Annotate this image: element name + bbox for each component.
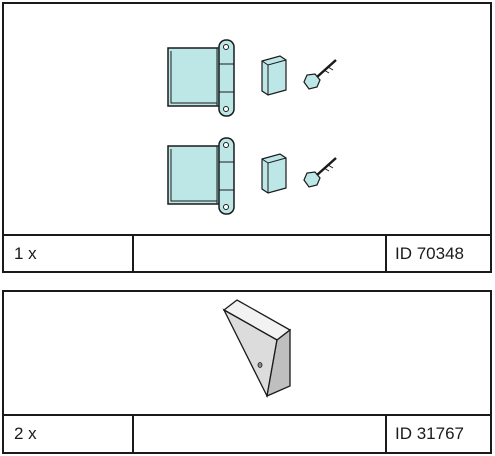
description-cell [134, 416, 387, 452]
hinge-set-illustration [4, 4, 490, 238]
quantity-cell: 2 x [4, 416, 134, 452]
hinge-icon [167, 39, 235, 117]
screw-icon [303, 157, 337, 188]
description-cell [134, 236, 387, 271]
part-panel-wedge: 2 x ID 31767 [2, 290, 492, 454]
part-id-cell: ID 31767 [395, 424, 464, 443]
screw-icon [303, 59, 337, 90]
spacer-plate-icon [261, 153, 287, 194]
part-row: 2 x ID 31767 [4, 414, 490, 452]
part-row: 1 x ID 70348 [4, 234, 490, 271]
part-id-cell: ID 70348 [395, 243, 464, 263]
quantity-cell: 1 x [4, 236, 134, 271]
wedge-block-icon [222, 299, 292, 399]
spacer-plate-icon [261, 55, 287, 96]
part-panel-hinges: 1 x ID 70348 [2, 2, 492, 273]
wedge-illustration [4, 292, 490, 416]
hinge-icon [167, 137, 235, 215]
